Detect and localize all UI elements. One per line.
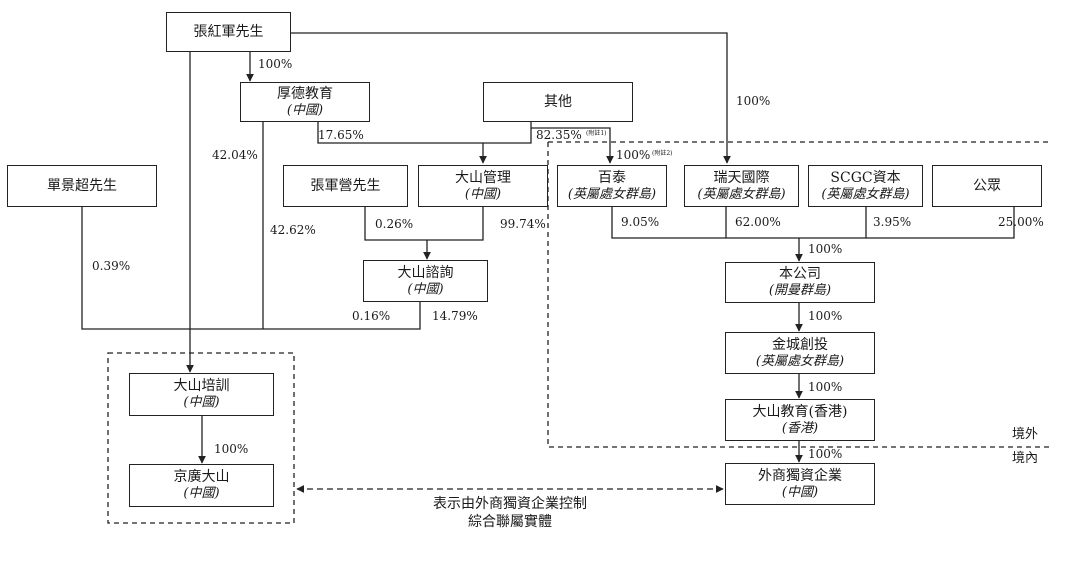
entity-place: (中國): [407, 281, 444, 297]
entity-dashan-education-hk: 大山教育(香港) (香港): [725, 399, 875, 441]
entity-name: SCGC資本: [830, 169, 901, 186]
entity-dashan-training: 大山培訓 (中國): [129, 373, 274, 416]
entity-place: (中國): [183, 486, 220, 502]
entity-baitai: 百泰 (英屬處女群島): [557, 165, 667, 207]
entity-place: (英屬處女群島): [567, 186, 657, 202]
entity-others: 其他: [483, 82, 633, 122]
entity-name: 大山管理: [455, 169, 511, 186]
entity-wfoe: 外商獨資企業 (中國): [725, 463, 875, 505]
pct-junying-to-training: 0.16%: [352, 309, 391, 323]
pct-zhang-to-training: 42.04%: [212, 148, 258, 162]
entity-place: (香港): [781, 420, 819, 436]
pct-houde-to-training: 42.62%: [270, 223, 316, 237]
entity-public: 公眾: [932, 165, 1042, 207]
pct-baitai-to-company: 9.05%: [621, 215, 660, 229]
pct-to-dashan-hk: 100%: [808, 380, 843, 394]
entity-name: 張軍營先生: [310, 177, 381, 194]
entity-place: (英屬處女群島): [755, 353, 845, 369]
entity-name: 公眾: [973, 177, 1001, 194]
pct-others-to-baitai: 100%: [616, 148, 651, 162]
onshore-label: 境內: [1012, 451, 1039, 466]
pct-to-wfoe: 100%: [808, 447, 843, 461]
pct-training-to-jingguang: 100%: [214, 442, 249, 456]
entity-houde-education: 厚德教育 (中國): [240, 82, 370, 122]
entity-name: 大山諮詢: [397, 264, 454, 281]
pct-houde-to-mgmt: 17.65%: [318, 128, 364, 142]
note-ref-2: (附註2): [652, 150, 673, 157]
entity-name: 大山培訓: [173, 378, 230, 395]
entity-scgc-capital: SCGC資本 (英屬處女群島): [808, 165, 923, 207]
entity-name: 百泰: [598, 169, 626, 186]
entity-place: (中國): [464, 186, 502, 202]
entity-name: 京廣大山: [173, 469, 230, 486]
entity-dashan-consulting: 大山諮詢 (中國): [363, 260, 488, 302]
pct-zhang-to-ruitian: 100%: [736, 94, 771, 108]
pct-shan-to-training: 0.39%: [92, 259, 131, 273]
entity-place: (英屬處女群島): [821, 186, 910, 202]
pct-ruitian-to-company: 62.00%: [735, 215, 781, 229]
entity-name: 單景超先生: [47, 177, 117, 194]
entity-place: (中國): [286, 102, 324, 118]
pct-others-to-mgmt: 82.35%: [536, 128, 582, 142]
entity-name: 大山教育(香港): [752, 403, 848, 420]
legend-line-2: 綜合聯屬實體: [468, 514, 552, 531]
entity-name: 金城創投: [772, 336, 828, 353]
entity-place: (開曼群島): [768, 283, 832, 299]
entity-jingguang-dashan: 京廣大山 (中國): [129, 464, 274, 507]
pct-public-to-company: 25.00%: [998, 215, 1044, 229]
entity-zhang-hongjun: 張紅軍先生: [166, 12, 291, 52]
entity-name: 本公司: [779, 266, 821, 283]
pct-scgc-to-company: 3.95%: [873, 215, 912, 229]
entity-company: 本公司 (開曼群島): [725, 262, 875, 303]
entity-name: 外商獨資企業: [758, 467, 842, 484]
pct-junying-to-consult: 0.26%: [375, 217, 414, 231]
entity-name: 瑞天國際: [713, 169, 770, 186]
entity-jincheng-ventures: 金城創投 (英屬處女群島): [725, 332, 875, 374]
pct-consult-to-training: 14.79%: [432, 309, 478, 323]
contractual-control-legend: 表示由外商獨資企業控制 綜合聯屬實體: [400, 495, 620, 531]
entity-place: (英屬處女群島): [697, 186, 786, 202]
entity-name: 其他: [544, 93, 572, 110]
pct-zhang-to-houde: 100%: [258, 57, 293, 71]
entity-place: (中國): [183, 395, 220, 411]
pct-mgmt-to-consult: 99.74%: [500, 217, 546, 231]
offshore-label: 境外: [1012, 427, 1039, 442]
entity-zhang-junying: 張軍營先生: [283, 165, 408, 207]
pct-to-jincheng: 100%: [808, 309, 843, 323]
legend-line-1: 表示由外商獨資企業控制: [433, 496, 587, 512]
entity-place: (中國): [781, 484, 819, 500]
pct-to-company: 100%: [808, 242, 843, 256]
entity-ruitian-international: 瑞天國際 (英屬處女群島): [684, 165, 799, 207]
entity-name: 張紅軍先生: [193, 23, 264, 40]
entity-shan-jingchao: 單景超先生: [7, 165, 157, 207]
note-ref-1: (附註1): [586, 130, 607, 137]
entity-name: 厚德教育: [277, 85, 333, 102]
entity-dashan-management: 大山管理 (中國): [418, 165, 548, 207]
